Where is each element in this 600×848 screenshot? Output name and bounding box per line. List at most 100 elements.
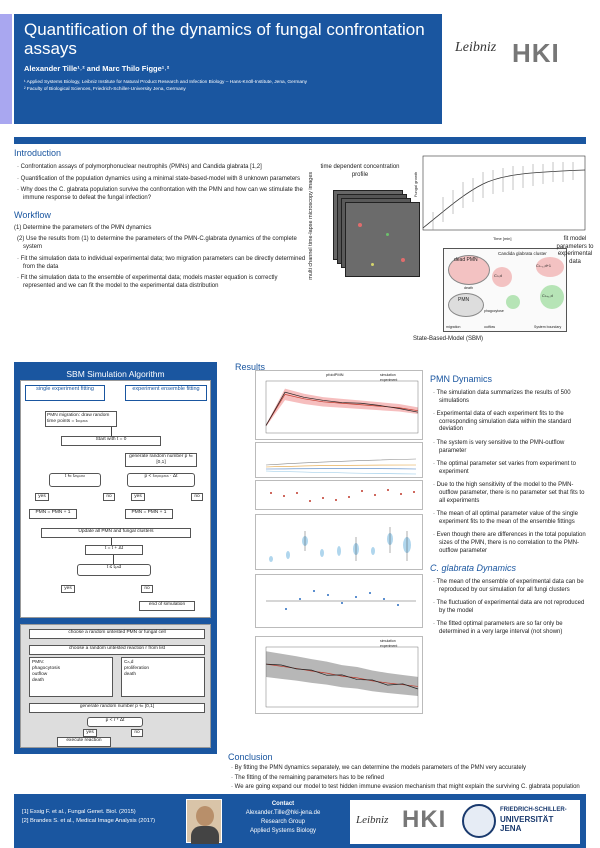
choose-cell-box: choose a random untested PMN or fungal c…	[29, 629, 205, 639]
intro-bullet: · Confrontation assays of polymorphonucl…	[17, 164, 262, 170]
profile-xlabel: Time [min]	[493, 236, 512, 241]
pmn-migration-box: PMN migration: draw random time points =…	[45, 411, 117, 427]
cg-bullet: · The fitted optimal parameters are so f…	[433, 621, 563, 636]
pmn-plus-box: PMN = PMN + 1	[29, 509, 77, 519]
dead-pmn-node	[448, 255, 490, 285]
workflow-diagram: time dependent concentration profile mul…	[308, 150, 594, 360]
ensemble-fitting-box: experiment ensemble fitting	[125, 385, 207, 401]
leibniz-logo-footer: Leibniz	[356, 814, 389, 826]
start-box: Start with t = 0	[61, 436, 161, 446]
authors: Alexander Tille¹˒² and Marc Thilo Figge¹…	[24, 64, 170, 73]
algorithm-upper: single experiment fitting experiment ens…	[20, 380, 211, 618]
pmn-bullet: · Even though there are differences in t…	[433, 532, 586, 554]
cg-bullet: · The fluctuation of experimental data a…	[433, 600, 585, 614]
yes-label: yes	[83, 729, 97, 737]
pmn-plot-svg	[265, 380, 419, 434]
pmn-bullet: · The system is very sensitive to the PM…	[433, 439, 565, 454]
results-heading: Results	[235, 362, 266, 372]
profile-ylabel: Fungal growth	[413, 171, 419, 198]
pmn-bullet: · The simulation data summarizes the res…	[433, 390, 571, 404]
references: [1] Essig F. et al., Fungal Genet. Biol.…	[22, 809, 156, 824]
outflow-plot	[255, 574, 423, 628]
pmn-bullet: · The mean of all optimal parameter valu…	[433, 511, 578, 525]
gen-random2-box: generate random number p ∈ [0,1]	[29, 703, 205, 713]
yes-label: yes	[61, 585, 75, 593]
cglabrata-plot-svg	[265, 646, 419, 708]
workflow-bullet: · Fit the simulation data to the ensembl…	[17, 275, 278, 289]
cg-legend-exp: experiment	[380, 644, 398, 648]
conclusion-heading: Conclusion	[228, 752, 273, 762]
pmn-results-text: PMN Dynamics · The simulation data summa…	[430, 374, 590, 637]
conclusion-bullet: · We are going expand our model to test …	[231, 784, 580, 791]
no-label: no	[191, 493, 203, 501]
workflow-steps: (1) Determine the parameters of the PMN …	[14, 225, 309, 290]
experiment-line	[265, 391, 419, 426]
university-name: FRIEDRICH-SCHILLER- UNIVERSITÄT JENA	[500, 807, 567, 833]
cg-dynamics-heading: C. glabrata Dynamics	[430, 563, 517, 574]
hki-logo-footer: HKI	[402, 806, 447, 833]
t-end-condition: t ≤ tₑₙd	[77, 564, 151, 576]
intro-section: Introduction · Confrontation assays of p…	[14, 148, 309, 361]
sbm-label: State-Based-Model (SBM)	[413, 336, 484, 342]
intro-bullet: · Why does the C. glabrata population su…	[17, 187, 303, 201]
no-label: no	[141, 585, 153, 593]
sbm-scheme: dead PMN PMN death phagocytose Candida g…	[443, 248, 567, 332]
contact-block: Contact Alexander.Tille@hki-jena.de Rese…	[228, 800, 338, 836]
affiliations: ¹ Applied Systems Biology, Leibniz Insti…	[24, 80, 308, 92]
contact-heading: Contact	[271, 801, 295, 807]
choose-reaction-box: choose a random untested reaction r from…	[29, 645, 205, 655]
workflow-heading: Workflow	[14, 210, 51, 221]
title-bar: Quantification of the dynamics of fungal…	[14, 14, 442, 124]
pmn-legend-sim: simulation	[380, 373, 396, 377]
pmn-reactions: PMN: phagocytosis outflow death	[29, 657, 113, 697]
pmn-node	[448, 293, 484, 317]
simulation-band	[266, 651, 418, 696]
avatar	[186, 799, 222, 844]
pmn-plot-title: pfoidPMN	[326, 372, 344, 377]
parameter-plot	[255, 442, 423, 478]
university-seal-icon	[462, 804, 496, 838]
update-box: Update all PMN and fungal clusters	[41, 528, 191, 538]
intro-list: · Confrontation assays of polymorphonucl…	[14, 164, 309, 202]
profile-svg	[422, 155, 586, 231]
contact-email[interactable]: Alexander.Tille@hki-jena.de	[245, 810, 321, 816]
pmn-bullet: · The optimal parameter set varies from …	[433, 461, 576, 475]
pmn-plus-box: PMN = PMN + 1	[125, 509, 173, 519]
yes-label: yes	[131, 493, 145, 501]
scatter-plot	[255, 480, 423, 510]
pmn-bullet: · Experimental data of each experiment f…	[433, 411, 572, 433]
algorithm-lower: choose a random untested PMN or fungal c…	[20, 624, 211, 748]
cg-bullet: · The mean of the ensemble of experiment…	[433, 579, 584, 593]
microscopy-label: multi channel time-lapse microscopy imag…	[308, 171, 315, 280]
no-label: no	[103, 493, 115, 501]
workflow-bullet: · Fit the simulation data to individual …	[17, 256, 306, 270]
t-condition: t ∈ tₘᵢₚₘₙ	[49, 473, 101, 487]
yes-label: yes	[35, 493, 49, 501]
workflow-step: (1) Determine the parameters of the PMN …	[14, 225, 152, 232]
cg-legend-sim: simulation	[380, 639, 396, 643]
pmn-dynamics-heading: PMN Dynamics	[430, 374, 493, 384]
footer-logos: Leibniz HKI FRIEDRICH-SCHILLER- UNIVERSI…	[350, 800, 580, 844]
end-box: end of simulation	[139, 601, 195, 611]
fungal-reactions: Cₙ,d proliferation death	[121, 657, 205, 697]
header-accent	[0, 14, 12, 124]
fit-label: fit model parameters to experimental dat…	[556, 236, 594, 265]
experiment-line	[265, 663, 419, 690]
poster-title: Quantification of the dynamics of fungal…	[24, 20, 425, 58]
simulation-band	[266, 388, 418, 427]
microscopy-image	[345, 202, 420, 277]
profile-plot: Fungal growth Time [min]	[403, 152, 593, 244]
pmn-plot: pfoidPMN simulation experiment	[255, 370, 423, 440]
gen-random-box: generate random number p ∈ [0,1]	[125, 453, 197, 467]
hki-logo: HKI	[512, 38, 560, 68]
p-condition2: p < r * Δt	[87, 717, 143, 727]
plot-axes	[265, 380, 419, 434]
separator-bar	[14, 137, 586, 144]
violin-plot	[255, 514, 423, 570]
algorithm-title: SBM Simulation Algorithm	[66, 369, 165, 379]
no-label: no	[131, 729, 143, 737]
pmn-legend-exp: experiment	[380, 378, 398, 382]
intro-heading: Introduction	[14, 148, 62, 158]
single-fitting-box: single experiment fitting	[25, 385, 105, 401]
leibniz-logo: Leibniz	[455, 40, 497, 55]
